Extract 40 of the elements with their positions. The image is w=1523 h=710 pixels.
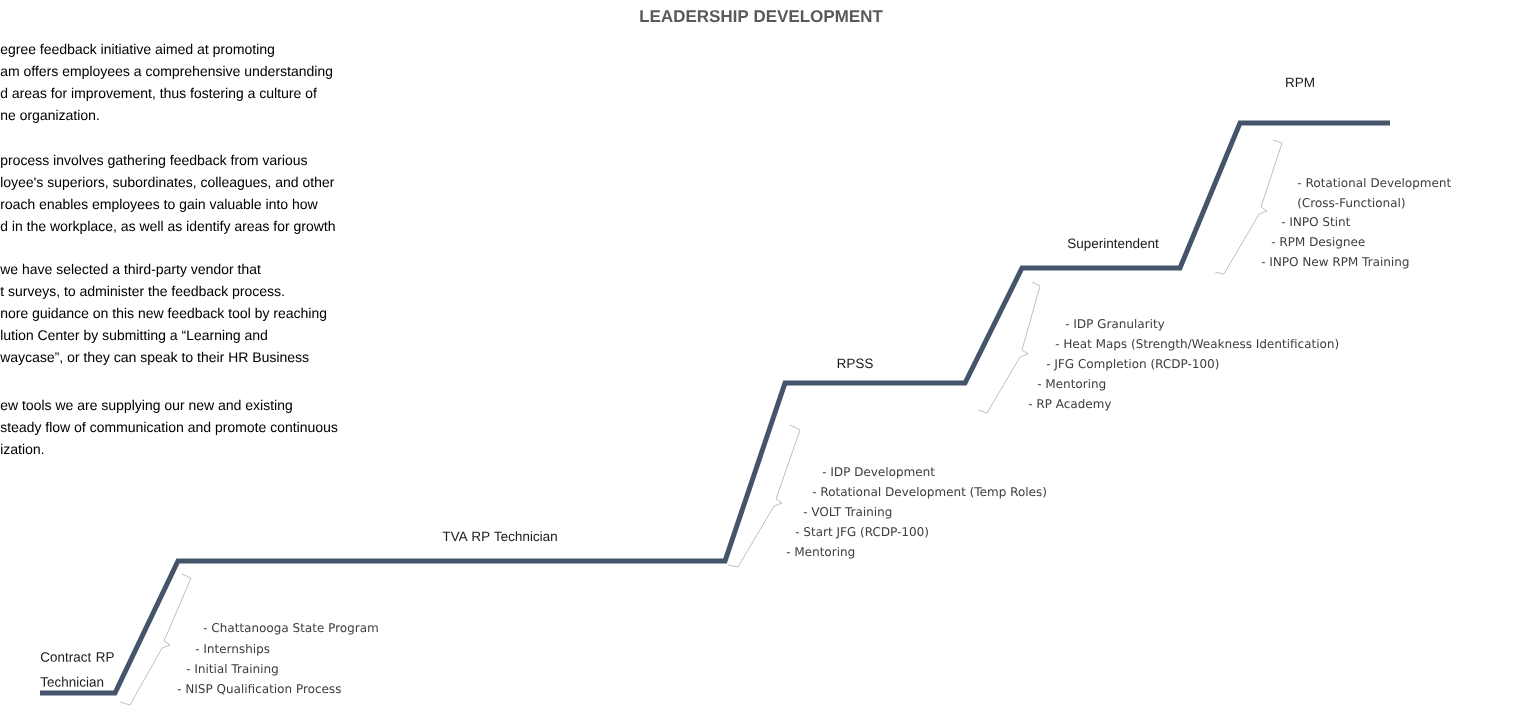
list-item: - Chattanooga State Program: [203, 622, 378, 635]
text-line: process involves gathering feedback from various: [1, 154, 307, 168]
text-line: we have selected a third-party vendor that: [0, 263, 261, 277]
text-line: roach enables employees to gain valuable into how: [1, 198, 318, 212]
step-label: RPSS: [837, 358, 873, 369]
list-item: - Mentoring: [786, 546, 855, 559]
list-item: - RP Academy: [1028, 398, 1112, 411]
text-line: t surveys, to administer the feedback process.: [0, 285, 284, 299]
list-item: - Initial Training: [186, 663, 278, 676]
list-item: - JFG Completion (RCDP-100): [1046, 358, 1219, 371]
text-line: am offers employees a comprehensive understanding: [0, 65, 333, 79]
list-item: - VOLT Training: [803, 506, 892, 519]
text-line: ne organization.: [1, 109, 99, 123]
step-label: RPM: [1286, 77, 1314, 87]
list-item: - Heat Maps (Strength/Weakness Identification): [1055, 338, 1339, 351]
list-item: - Mentoring: [1037, 378, 1106, 391]
text-line: steady flow of communication and promote continuous: [0, 421, 338, 435]
text-line: loyee's superiors, subordinates, colleagues, and other: [1, 176, 335, 190]
list-item: - Start JFG (RCDP-100): [795, 526, 928, 539]
step-label: TVA RP Technician: [442, 531, 557, 542]
list-item: - INPO New RPM Training: [1261, 256, 1409, 269]
text-line: nore guidance on this new feedback tool by reaching: [1, 307, 327, 321]
list-item: - Rotational Development (Temp Roles): [812, 486, 1046, 499]
text-line: ew tools we are supplying our new and existing: [0, 399, 292, 413]
list-item: - Internships: [195, 643, 270, 656]
title: LEADERSHIP DEVELOPMENT: [640, 10, 883, 23]
text-line: egree feedback initiative aimed at promoting: [0, 43, 274, 57]
list-item: - IDP Granularity: [1065, 318, 1165, 331]
text-line: lution Center by submitting a “Learning and: [1, 329, 267, 343]
step-label: Contract RP Technician: [40, 652, 114, 687]
text-line: d areas for improvement, thus fostering a culture of: [0, 87, 317, 101]
list-item: - INPO Stint: [1281, 216, 1351, 227]
list-item: - IDP Development: [822, 466, 935, 479]
text-line: waycase”, or they can speak to their HR Business: [0, 351, 309, 365]
list-item: - Rotational Development (Cross-Functional): [1297, 177, 1451, 209]
list-item: - RPM Designee: [1271, 236, 1365, 249]
list-item: - NISP Qualification Process: [177, 683, 341, 695]
step-label: Superintendent: [1067, 238, 1159, 251]
text-line: ization.: [1, 443, 44, 455]
text-line: d in the workplace, as well as identify areas for growth: [0, 220, 335, 234]
